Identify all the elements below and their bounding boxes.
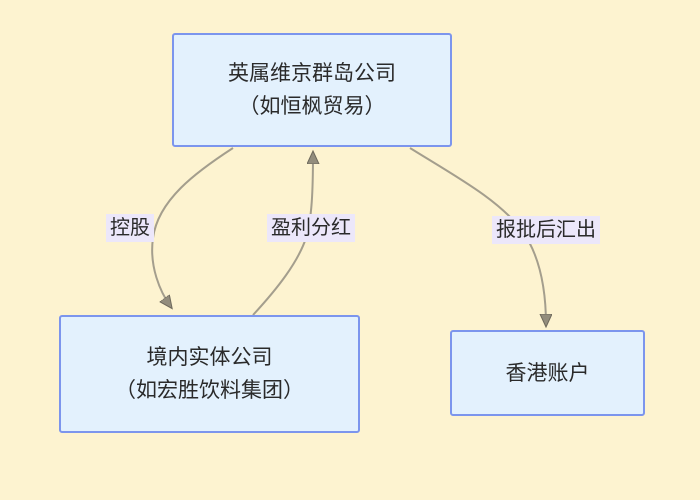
node-domestic-company: 境内实体公司 （如宏胜饮料集团） xyxy=(59,315,360,433)
node-hk-account: 香港账户 xyxy=(450,330,645,416)
node-bvi-company-name: 英属维京群岛公司 xyxy=(228,62,396,85)
node-domestic-company-name: 境内实体公司 xyxy=(146,346,273,369)
edge-label-remit: 报批后汇出 xyxy=(492,216,600,244)
edge-label-holding: 控股 xyxy=(106,214,154,242)
edge-label-dividend: 盈利分红 xyxy=(267,214,355,242)
node-domestic-company-example: （如宏胜饮料集团） xyxy=(115,379,304,402)
node-bvi-company-example: （如恒枫贸易） xyxy=(238,95,386,118)
node-hk-account-name: 香港账户 xyxy=(505,361,590,385)
edge-holding-arrow xyxy=(151,147,234,307)
node-bvi-company: 英属维京群岛公司 （如恒枫贸易） xyxy=(172,33,452,147)
